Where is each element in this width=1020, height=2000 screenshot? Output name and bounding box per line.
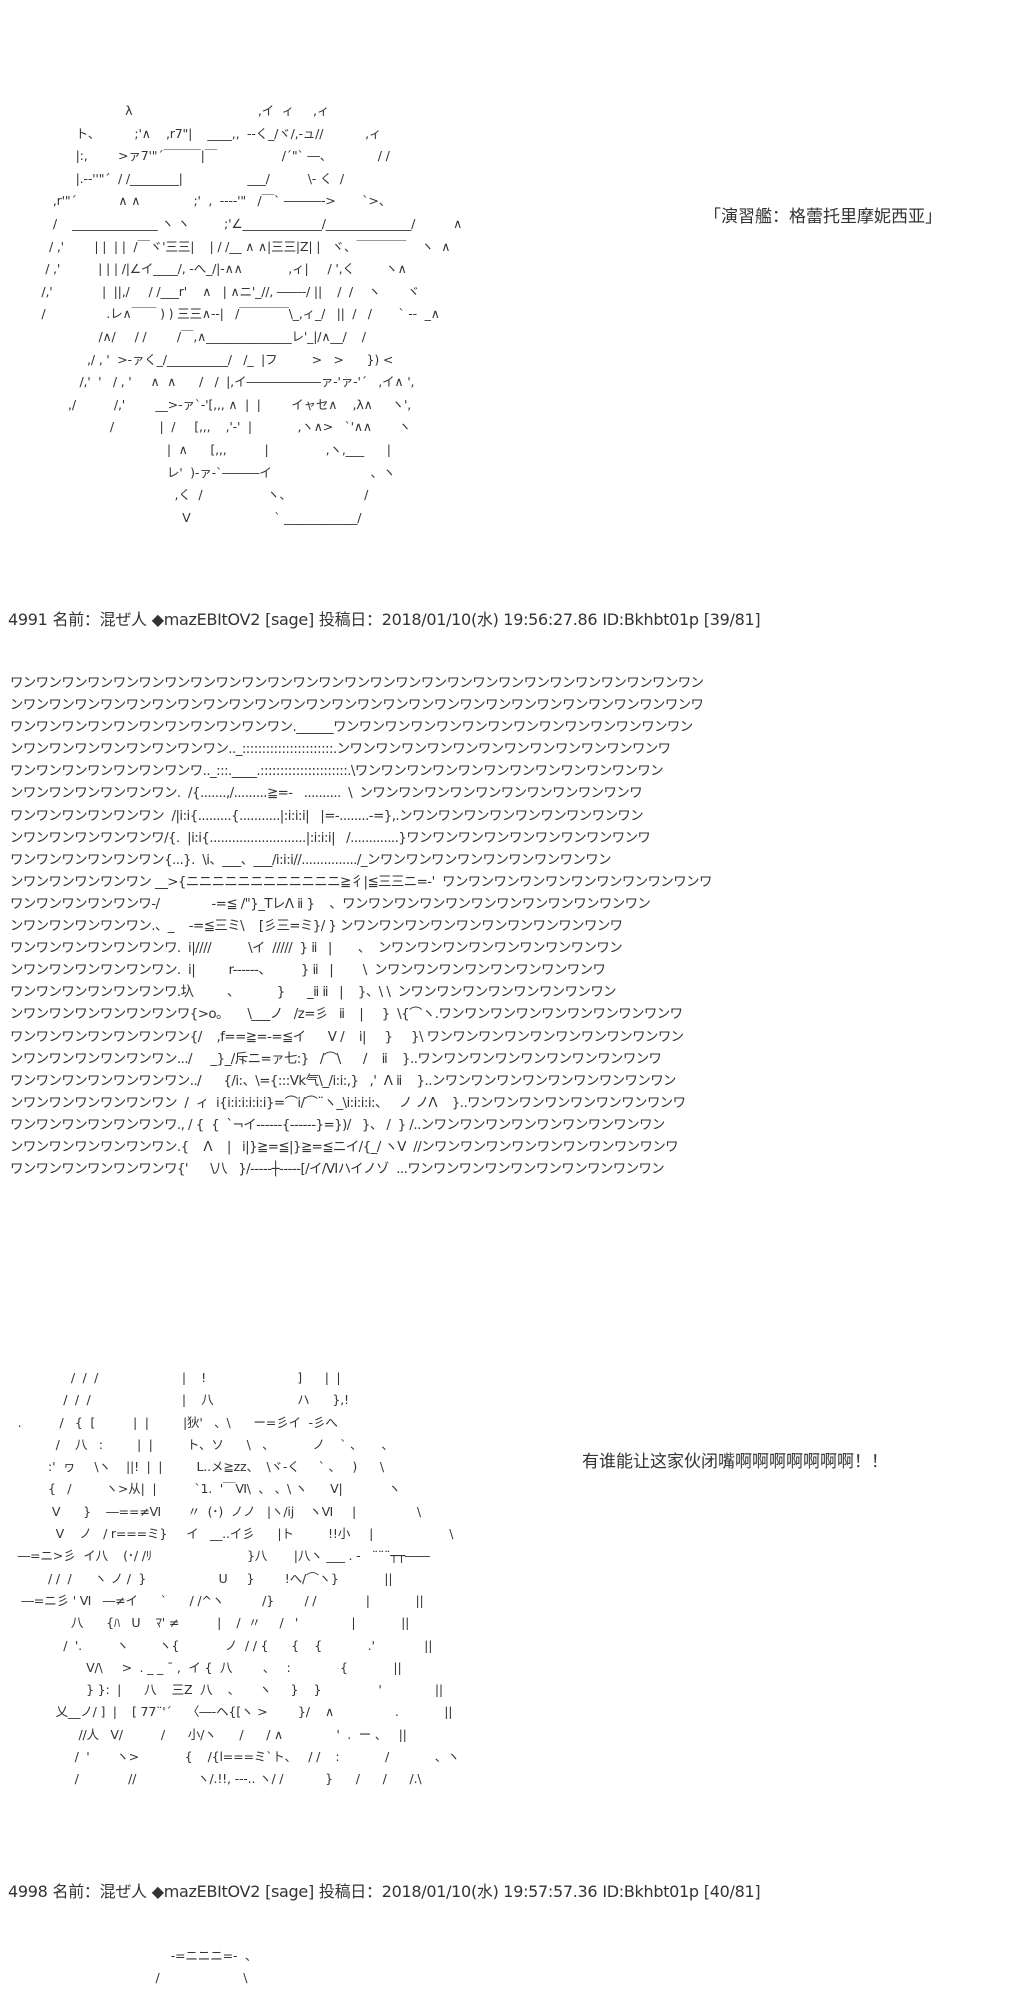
trip-diamond-icon: ◆	[151, 610, 164, 629]
page-counter: [39/81]	[703, 610, 761, 629]
tripcode: mazEBItOV2	[163, 1882, 261, 1901]
mail-field: [sage]	[265, 610, 314, 629]
date-label: 投稿日：	[318, 610, 382, 629]
aa-caption-ship-name: 「演習艦：格蕾托里摩妮西亚」	[704, 207, 942, 227]
ascii-art-next-post: -=ニニニ=- 、 / \	[155, 1948, 258, 1986]
tripcode: mazEBItOV2	[163, 610, 261, 629]
name-label: 名前：	[52, 610, 100, 629]
poster-id[interactable]: ID:Bkhbt01p	[602, 610, 699, 629]
post-date: 2018/01/10(水) 19:56:27.86	[381, 610, 598, 629]
ascii-art-wanwan-block: ワンワンワンワンワンワンワンワンワンワンワンワンワンワンワンワンワンワンワンワン…	[10, 676, 712, 1178]
poster-id[interactable]: ID:Bkhbt01p	[602, 1882, 699, 1901]
mail-field: [sage]	[265, 1882, 314, 1901]
post-date: 2018/01/10(水) 19:57:57.36	[381, 1882, 598, 1901]
post-number[interactable]: 4991	[8, 610, 48, 629]
ascii-art-post-4991: λ ,イ ィ ,ィ ト、 ;'∧ ,r7"| ____,, --く_/ヾ/,-ュ…	[41, 103, 463, 525]
post-number[interactable]: 4998	[8, 1882, 48, 1901]
poster-name: 混ぜ人	[99, 1882, 147, 1901]
trip-diamond-icon: ◆	[151, 1882, 164, 1901]
aa-caption-shout: 有谁能让这家伙闭嘴啊啊啊啊啊啊啊！！	[582, 1452, 888, 1472]
date-label: 投稿日：	[318, 1882, 382, 1901]
page-counter: [40/81]	[703, 1882, 761, 1901]
ascii-art-post-4998: / / / | ! ] | | / / / | 八 ハ },! . / { [ …	[17, 1370, 460, 1787]
name-label: 名前：	[52, 1882, 100, 1901]
poster-name: 混ぜ人	[99, 610, 147, 629]
